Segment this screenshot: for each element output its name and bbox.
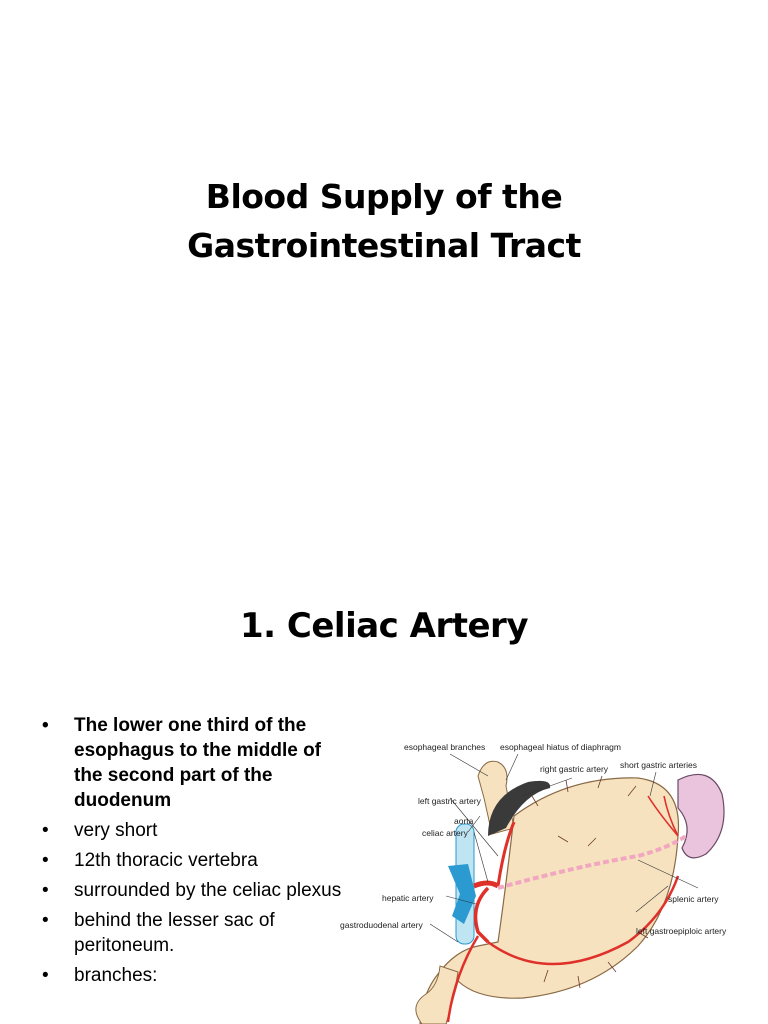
title-line-2: Gastrointestinal Tract	[187, 226, 581, 265]
bullet-item: The lower one third of the esophagus to …	[42, 713, 352, 813]
title-line-1: Blood Supply of the	[205, 177, 563, 216]
bullet-item: behind the lesser sac of peritoneum.	[42, 908, 352, 958]
gastroepiploic-artery	[487, 875, 680, 966]
diaphragm-hiatus	[488, 780, 551, 836]
label-short-gastric-arteries: short gastric arteries	[620, 760, 697, 770]
label-hepatic-artery: hepatic artery	[382, 893, 434, 903]
label-right-gastric-artery: right gastric artery	[540, 764, 609, 774]
bullet-list: The lower one third of the esophagus to …	[42, 713, 352, 993]
bullet-item: branches:	[42, 963, 352, 988]
presentation-title: Blood Supply of the Gastrointestinal Tra…	[0, 172, 768, 270]
hepatic-artery	[473, 886, 490, 944]
label-left-gastric-artery: left gastric artery	[418, 796, 482, 806]
label-gastroduodenal-artery: gastroduodenal artery	[340, 920, 423, 930]
label-esophageal-branches: esophageal branches	[404, 742, 485, 752]
short-gastric-arteries	[647, 795, 679, 837]
celiac-artery-diagram: esophageal branches esophageal hiatus of…	[340, 742, 727, 1024]
portal-vein-shape	[448, 864, 476, 924]
gastroduodenal-artery	[446, 935, 480, 1023]
celiac-artery-slide: 1. Celiac Artery The lower one third of …	[0, 560, 768, 1024]
splenic-artery	[497, 834, 688, 890]
bullet-item: 12th thoracic vertebra	[42, 848, 352, 873]
label-celiac-artery: celiac artery	[422, 828, 469, 838]
spleen-shape	[677, 773, 725, 859]
section-title: 1. Celiac Artery	[240, 606, 529, 646]
celiac-trunk	[473, 880, 500, 889]
vessel-twigs	[531, 775, 649, 989]
title-slide: Blood Supply of the Gastrointestinal Tra…	[0, 172, 768, 270]
left-gastric-artery	[496, 821, 516, 887]
bullet-item: surrounded by the celiac plexus	[42, 878, 352, 903]
label-splenic-artery: splenic artery	[668, 894, 719, 904]
label-left-gastroepiploic-artery: left gastroepiploic artery	[636, 926, 727, 936]
label-aorta: aorta	[454, 816, 474, 826]
label-esophageal-hiatus: esophageal hiatus of diaphragm	[500, 742, 621, 752]
bullet-item: very short	[42, 818, 352, 843]
